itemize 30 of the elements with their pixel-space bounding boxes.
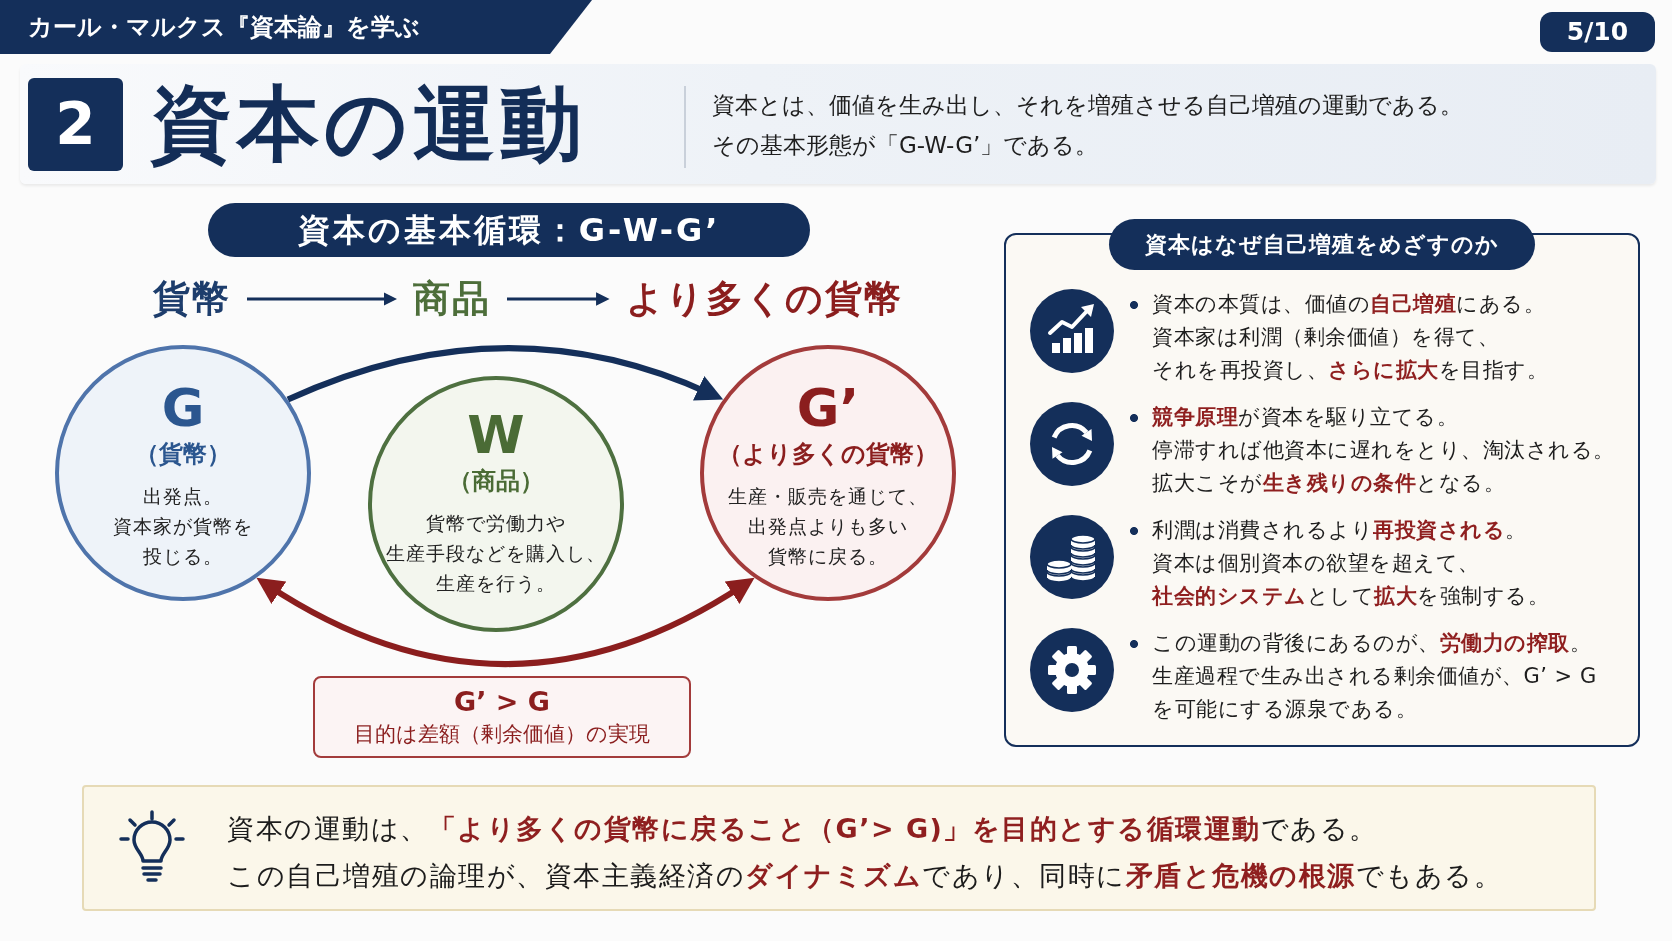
arrow xyxy=(247,292,398,306)
circle-subtitle: （より多くの貨幣） xyxy=(718,439,938,470)
summary-box xyxy=(82,785,1596,911)
circle-letter: G’ xyxy=(796,379,860,437)
flow-label: 商品 xyxy=(413,276,491,322)
slide-title: 資本の運動 xyxy=(150,75,587,173)
header-bar: カール・マルクス『資本論』を学ぶ xyxy=(0,0,592,54)
circle-description: 出発点。資本家が貨幣を投じる。 xyxy=(112,484,254,569)
note-text: 目的は差額（剰余価値）の実現 xyxy=(354,721,650,748)
circle-letter: W xyxy=(467,406,525,464)
circle-subtitle: （貨幣） xyxy=(135,439,231,470)
summary-text: この自己増殖の論理が、資本主義経済のダイナミズムであり、同時に矛盾と危機の根源でもある。 xyxy=(227,859,1502,893)
summary-text: 資本の運動は、「より多くの貨幣に戻ること（G’> G)」を目的とする循環運動である。 xyxy=(227,812,1378,846)
inequality-label: G’ > G xyxy=(454,685,550,719)
flow-label: 貨幣 xyxy=(153,276,231,322)
curved-arrow xyxy=(286,345,724,403)
circle-description: 生産・販売を通じて、出発点よりも多い貨幣に戻る。 xyxy=(727,484,929,569)
page-indicator: 5/10 xyxy=(1540,12,1655,52)
subtitle-text: その基本形態が「G-W-G’」である。 xyxy=(712,131,1099,160)
double-headed-arrow xyxy=(256,578,755,667)
section-heading: 資本の基本循環：G-W-G’ xyxy=(208,203,810,257)
circle-letter: G xyxy=(161,379,205,437)
circle-subtitle: （商品） xyxy=(448,466,544,497)
flow-label: より多くの貨幣 xyxy=(625,276,903,322)
circle-description: 貨幣で労働力や生産手段などを購入し、生産を行う。 xyxy=(385,511,607,596)
section-number: 2 xyxy=(28,78,123,171)
subtitle-text: 資本とは、価値を生み出し、それを増殖させる自己増殖の運動である。 xyxy=(712,91,1463,120)
panel-heading: 資本はなぜ自己増殖をめざすのか xyxy=(1109,219,1535,270)
note-box xyxy=(313,676,691,758)
arrow xyxy=(507,292,610,306)
